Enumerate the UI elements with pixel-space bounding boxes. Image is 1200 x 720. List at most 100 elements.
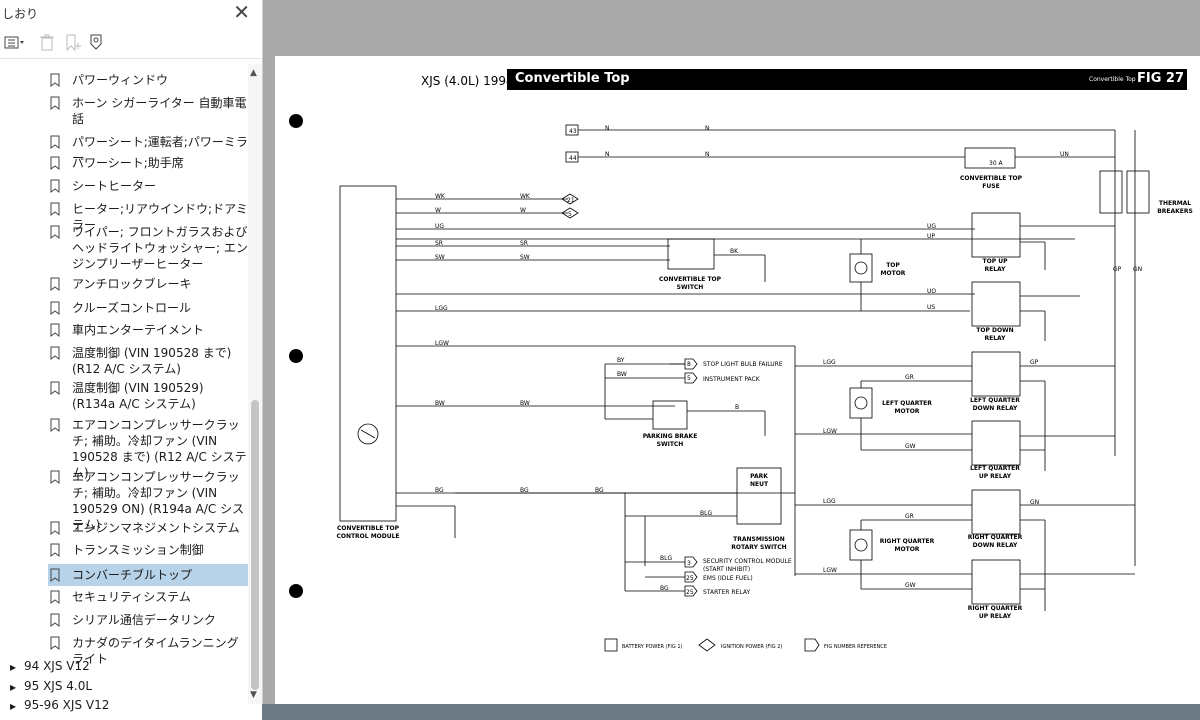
- bookmark-label: ホーン シガーライター 自動車電話: [72, 96, 247, 126]
- bookmark-label: クルーズコントロール: [72, 301, 192, 315]
- bookmark-icon: [50, 543, 60, 557]
- bookmark-item[interactable]: クルーズコントロール: [48, 300, 248, 318]
- wire-label: UN: [1060, 151, 1069, 158]
- relay-label: RIGHT QUARTER: [968, 605, 1023, 612]
- tag-bookmark-icon[interactable]: [86, 31, 108, 55]
- add-bookmark-icon[interactable]: [62, 31, 84, 55]
- wire-label: BW: [520, 400, 530, 407]
- bookmark-item[interactable]: パワーシート;助手席: [48, 155, 248, 173]
- bookmark-folder-icon: ▸: [10, 660, 17, 674]
- bookmark-scrollbar[interactable]: ▲ ▼: [248, 64, 262, 704]
- bookmark-item[interactable]: 温度制御 (VIN 190528 まで) (R12 A/C システム): [48, 345, 248, 379]
- motor-label: RIGHT QUARTER: [880, 538, 935, 545]
- wire-label: WK: [435, 193, 446, 200]
- scroll-up-icon[interactable]: ▲: [250, 68, 257, 78]
- motor-label: MOTOR: [895, 546, 920, 553]
- wire-label: UG: [927, 223, 936, 230]
- wire-label: N: [705, 151, 710, 158]
- stop-light-text: STOP LIGHT BULB FAILURE: [703, 361, 783, 368]
- bookmarks-panel: しおり ✕ パワーウィンドウ ホーン シガーライター 自動車電話 パワーシート;…: [0, 0, 263, 720]
- bookmark-label: パワーウィンドウ: [72, 73, 169, 87]
- ref-3: 3: [687, 560, 691, 567]
- ref-25a: 25: [686, 575, 694, 582]
- switch-label: CONVERTIBLE TOP: [659, 276, 722, 283]
- relay-label: DOWN RELAY: [973, 542, 1018, 549]
- panel-title: しおり: [2, 7, 39, 21]
- bookmark-item[interactable]: トランスミッション制御: [48, 542, 248, 560]
- relay-label: UP RELAY: [979, 473, 1012, 480]
- wire-label: BG: [660, 585, 669, 592]
- close-icon[interactable]: ✕: [233, 0, 250, 24]
- bookmark-item[interactable]: アンチロックブレーキ: [48, 276, 248, 294]
- bookmark-item[interactable]: パワーウィンドウ: [48, 72, 248, 90]
- bookmark-item[interactable]: ホーン シガーライター 自動車電話: [48, 95, 248, 129]
- bookmark-item[interactable]: エアコンコンプレッサークラッチ; 補助。冷却ファン (VIN 190529 ON…: [48, 469, 248, 532]
- bookmark-label: シートヒーター: [72, 179, 157, 193]
- fuse-label: FUSE: [982, 183, 999, 190]
- bookmark-item[interactable]: ヒーター;リアウインドウ;ドアミラー: [48, 201, 248, 232]
- breaker-label: THERMAL: [1159, 200, 1191, 207]
- scroll-down-icon[interactable]: ▼: [250, 690, 257, 700]
- control-module-box: [339, 185, 397, 522]
- instrument-text: INSTRUMENT PACK: [703, 376, 761, 383]
- bookmark-icon: [50, 590, 60, 604]
- bookmark-icon: [50, 135, 60, 149]
- legend-fig-ref: FIG NUMBER REFERENCE: [824, 644, 887, 650]
- bookmark-item[interactable]: シートヒーター: [48, 178, 248, 196]
- security-text-2: (START INHIBIT): [703, 566, 750, 573]
- bookmark-label: 95-96 XJS V12: [24, 698, 110, 712]
- root-bookmark-94-v12[interactable]: ▸ 94 XJS V12: [0, 659, 248, 675]
- bookmark-item[interactable]: パワーシート;運転者;パワーミラー: [48, 134, 248, 165]
- legend-ignition: IGNITION POWER (FIG 2): [721, 644, 782, 650]
- binding-hole: [289, 584, 303, 598]
- bookmark-item[interactable]: カナダのデイタイムランニングライト: [48, 635, 248, 666]
- bookmark-item[interactable]: セキュリティシステム: [48, 589, 248, 607]
- scroll-thumb[interactable]: [251, 400, 259, 690]
- bookmark-icon: [50, 568, 60, 582]
- wire-label: UO: [927, 288, 936, 295]
- wire-label: GP: [1113, 266, 1122, 273]
- header-bar: [507, 69, 1187, 90]
- bookmark-item[interactable]: ワイパー; フロントガラスおよびヘッドライトウォッシャー; エンジンプリーザーヒ…: [48, 224, 248, 274]
- wire-label: BW: [435, 400, 445, 407]
- bookmark-label: ヒーター;リアウインドウ;ドアミラー: [72, 202, 248, 232]
- module-label: CONVERTIBLE TOP: [337, 525, 400, 532]
- bookmark-folder-icon: ▸: [10, 680, 17, 694]
- bookmark-icon: [50, 73, 60, 87]
- switch-label: NEUT: [750, 481, 769, 488]
- bookmark-label: ワイパー; フロントガラスおよびヘッドライトウォッシャー; エンジンプリーザーヒ…: [72, 225, 248, 271]
- ref-8: 8: [687, 361, 691, 368]
- bookmark-item[interactable]: エアコンコンプレッサークラッチ; 補助。冷却ファン (VIN 190528 まで…: [48, 417, 248, 480]
- relay-label: RELAY: [985, 335, 1007, 342]
- options-menu-icon[interactable]: [2, 31, 28, 55]
- switch-label: SWITCH: [677, 284, 704, 291]
- wire-label: LGG: [435, 305, 448, 312]
- wire-label: UP: [927, 233, 935, 240]
- bookmark-item-selected[interactable]: コンバーチブルトップ: [48, 564, 248, 586]
- root-bookmark-95-40l[interactable]: ▸ 95 XJS 4.0L: [0, 679, 248, 695]
- bookmark-item[interactable]: シリアル通信データリンク: [48, 612, 248, 630]
- bookmark-label: トランスミッション制御: [72, 543, 204, 557]
- wiring-diagram: 43 44 21 5 8 5 3 25 25 STOP LIGHT BULB F…: [336, 124, 1193, 652]
- wire-label: BW: [617, 371, 627, 378]
- wire-label: SR: [435, 240, 443, 247]
- bookmark-item[interactable]: 車内エンターテイメント: [48, 322, 248, 340]
- wire-label: LGG: [823, 359, 836, 366]
- wire-label: GR: [905, 374, 914, 381]
- bookmark-icon: [50, 381, 60, 395]
- bookmark-label: 95 XJS 4.0L: [24, 679, 93, 693]
- delete-icon[interactable]: [36, 31, 58, 55]
- bookmark-item[interactable]: 温度制御 (VIN 190529) (R134a A/C システム): [48, 380, 248, 414]
- bookmark-item[interactable]: エンジンマネジメントシステム: [48, 520, 248, 538]
- wire-label: BY: [617, 357, 625, 364]
- wire-label: BLG: [660, 555, 672, 562]
- wire-label: SW: [435, 254, 445, 261]
- bookmark-label: カナダのデイタイムランニングライト: [72, 636, 239, 666]
- bookmark-label: パワーシート;助手席: [72, 156, 184, 170]
- bookmark-icon: [50, 521, 60, 535]
- relay-label: TOP DOWN: [976, 327, 1013, 334]
- switch-label: SWITCH: [657, 441, 684, 448]
- root-bookmark-95-96-v12[interactable]: ▸ 95-96 XJS V12: [0, 698, 248, 714]
- starter-text: STARTER RELAY: [703, 589, 750, 596]
- switch-label: ROTARY SWITCH: [731, 544, 786, 551]
